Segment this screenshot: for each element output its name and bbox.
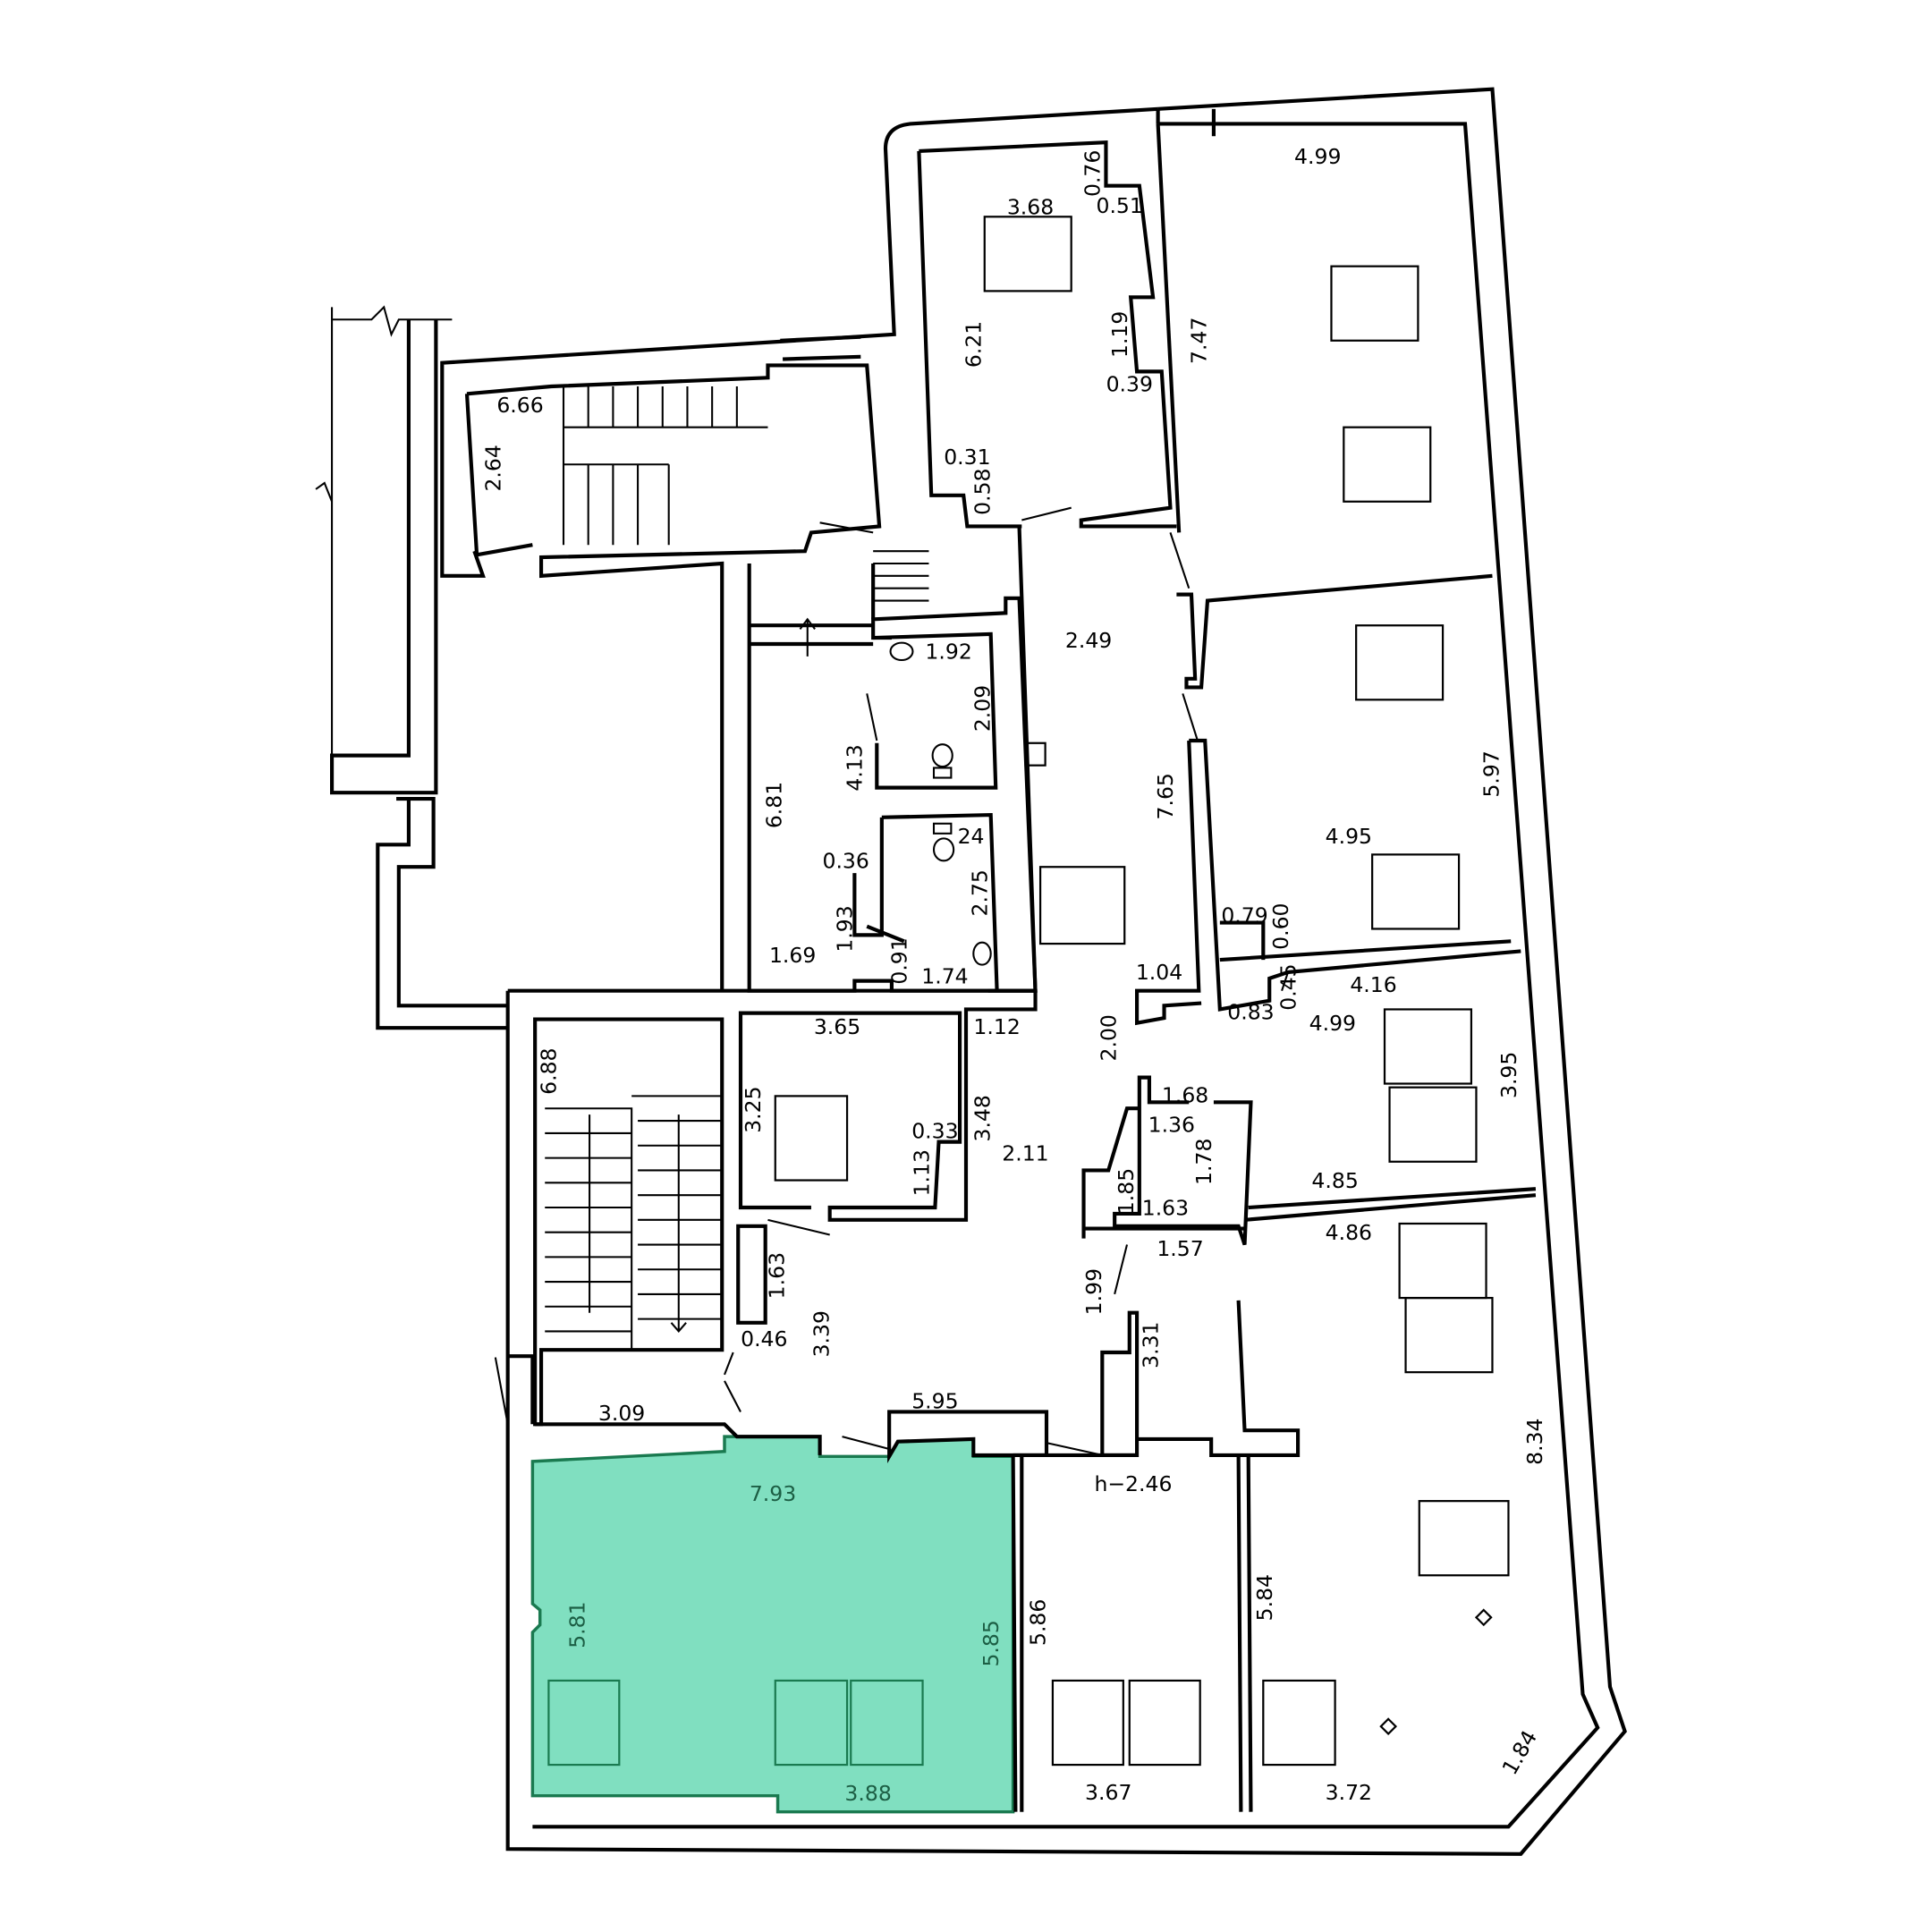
dimension-label: 4.99 (1294, 144, 1341, 169)
doors (494, 506, 1289, 1456)
dimension-label: 2.75 (968, 869, 993, 916)
dimension-label: 3.88 (844, 1781, 891, 1806)
dimension-label: 1.36 (1148, 1113, 1195, 1138)
fixtures (889, 641, 992, 966)
stairs (545, 386, 929, 1351)
dimension-label: 0.58 (970, 469, 995, 515)
dimension-label: 1.57 (1157, 1236, 1203, 1261)
dimension-label: 2.49 (1065, 628, 1112, 653)
dimension-label: 1.13 (909, 1149, 934, 1196)
dimension-label: 0.79 (1221, 903, 1267, 928)
walls (315, 87, 1627, 1856)
dimension-label: 7.47 (1187, 318, 1212, 364)
dimension-label: 3.48 (970, 1095, 995, 1141)
dimension-label: 0.76 (1080, 150, 1106, 197)
dimension-label: 3.39 (809, 1310, 834, 1357)
dimension-label: 3.72 (1326, 1780, 1372, 1805)
dimension-label: 3.31 (1139, 1322, 1164, 1368)
dimension-label: 4.16 (1350, 972, 1396, 997)
dimension-label: 3.67 (1085, 1780, 1131, 1805)
dimension-label: 1.68 (1162, 1082, 1208, 1107)
dimension-label: 4.13 (843, 744, 868, 791)
dimension-label: 2.11 (1002, 1140, 1048, 1165)
dimension-label: 1.69 (769, 943, 816, 968)
dimension-label: 1.19 (1107, 311, 1132, 358)
dimension-label: 3.65 (814, 1014, 860, 1039)
dimension-label: 6.66 (496, 393, 543, 418)
dimension-label: 0.45 (1275, 963, 1301, 1010)
dimension-label: 0.31 (944, 445, 990, 470)
dimension-label: 6.81 (762, 782, 787, 828)
dimension-label: 0.83 (1227, 1000, 1274, 1025)
dimension-label: 7.65 (1153, 773, 1178, 819)
dimension-label: 1.63 (764, 1252, 789, 1299)
dimension-label: 4.85 (1311, 1168, 1358, 1193)
dimension-label: 8.34 (1522, 1419, 1547, 1465)
dimension-label: 1.74 (921, 963, 968, 988)
dimension-label: 1.78 (1191, 1139, 1216, 1185)
dimension-label: 1.85 (1114, 1168, 1139, 1215)
sink-icon (889, 641, 914, 662)
dimension-label: 1.84 (1497, 1726, 1542, 1779)
dimension-label: 1.12 (973, 1014, 1020, 1039)
dimension-labels: 4.99 0.76 3.68 0.51 1.19 7.47 6.21 0.39 … (480, 144, 1546, 1806)
dimension-label: 1.92 (925, 640, 971, 665)
dimension-label: 4.86 (1326, 1220, 1372, 1245)
dimension-label: 5.86 (1026, 1599, 1051, 1646)
dimension-label: 5.85 (979, 1620, 1004, 1666)
dimension-label: 0.60 (1268, 903, 1293, 950)
dimension-label: 3.68 (1007, 195, 1054, 220)
toilet-icon (932, 837, 955, 862)
columns (547, 216, 1510, 1767)
height-label: h−2.46 (1094, 1471, 1172, 1496)
dimension-label: 0.39 (1106, 372, 1153, 397)
dimension-label: 2.09 (970, 685, 995, 732)
toilet-icon (931, 743, 953, 768)
dimension-label: 5.84 (1252, 1574, 1277, 1621)
sink-icon (972, 941, 992, 966)
dimension-label: 0.91 (887, 937, 912, 984)
dimension-label: 5.97 (1479, 750, 1504, 797)
dimension-label: 7.93 (750, 1481, 796, 1506)
dimension-label: 0.46 (741, 1326, 787, 1352)
dimension-label: 4.95 (1326, 824, 1372, 849)
dimension-label: 3.25 (741, 1086, 766, 1132)
dimension-label: 3.95 (1496, 1052, 1521, 1098)
dimension-label: 6.88 (537, 1048, 562, 1095)
dimension-label: 0.51 (1097, 193, 1143, 218)
dimension-label: 4.99 (1309, 1011, 1356, 1036)
dimension-label: 3.09 (598, 1401, 645, 1426)
dimension-label: 24 (958, 824, 985, 849)
dimension-label: 5.81 (565, 1601, 590, 1648)
dimension-label: 6.21 (962, 321, 987, 368)
dimension-label: 5.95 (911, 1388, 958, 1413)
dimension-label: 2.64 (480, 445, 505, 491)
dimension-label: 0.36 (823, 849, 869, 874)
dimension-label: 0.33 (911, 1118, 958, 1143)
dimension-label: 1.99 (1081, 1268, 1106, 1315)
dimension-label: 2.00 (1097, 1014, 1122, 1061)
dimension-label: 1.63 (1142, 1195, 1189, 1220)
dimension-label: 1.04 (1136, 960, 1182, 985)
dimension-label: 1.93 (833, 905, 858, 952)
